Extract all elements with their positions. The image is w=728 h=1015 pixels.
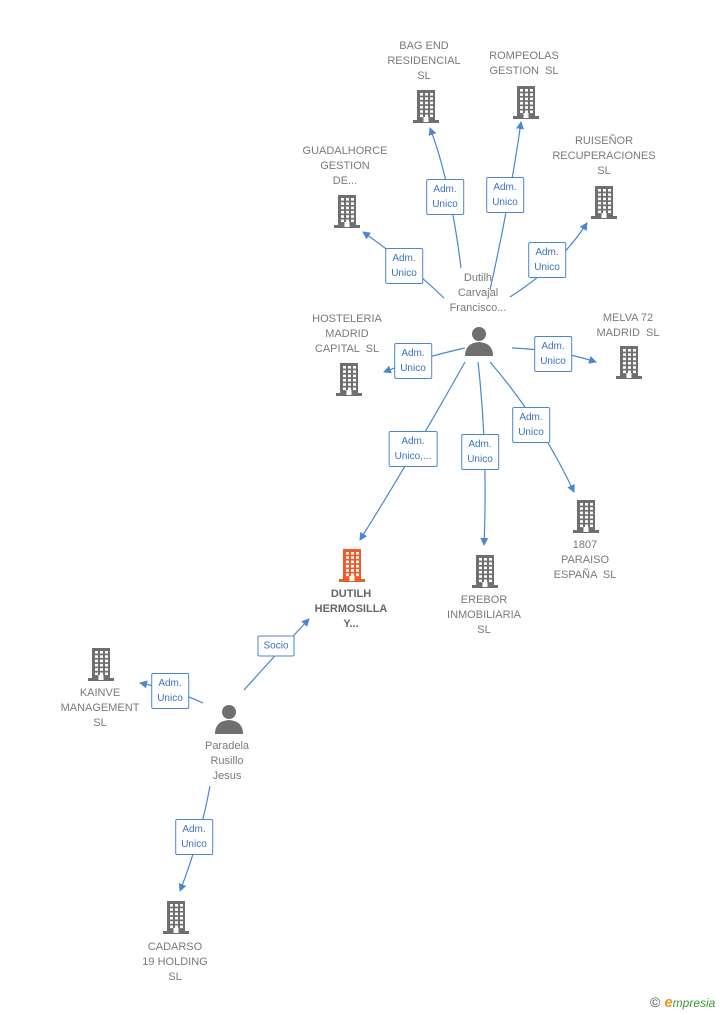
relation-label: Adm. Unico,... (388, 431, 438, 467)
relation-label: Adm. Unico (512, 407, 550, 443)
relation-label: Adm. Unico (385, 248, 423, 284)
building-icon[interactable] (470, 553, 500, 589)
company-label-bag-end[interactable]: BAG END RESIDENCIAL SL (387, 40, 461, 82)
person-icon[interactable] (464, 326, 494, 356)
building-icon[interactable] (161, 899, 191, 935)
empresia-logo[interactable]: ©empresia (650, 994, 715, 1011)
brand-initial: e (664, 994, 673, 1011)
copyright-symbol: © (650, 994, 661, 1010)
building-icon[interactable] (511, 84, 541, 120)
building-highlight-icon[interactable] (337, 547, 367, 583)
relation-label: Adm. Unico (426, 179, 464, 215)
person-label-dutilh[interactable]: Dutilh Carvajal Francisco... (449, 272, 507, 314)
company-label-guadalhorce[interactable]: GUADALHORCE GESTION DE... (302, 145, 388, 187)
brand-name: mpresia (672, 996, 716, 1010)
company-label-paraiso[interactable]: 1807 PARAISO ESPAÑA SL (553, 539, 617, 581)
company-label-erebor[interactable]: EREBOR INMOBILIARIA SL (447, 594, 521, 636)
company-label-melva[interactable]: MELVA 72 MADRID SL (596, 312, 660, 339)
building-icon[interactable] (614, 344, 644, 380)
relation-label: Adm. Unico (151, 673, 189, 709)
relation-label: Socio (257, 635, 295, 657)
company-label-hosteleria[interactable]: HOSTELERIA MADRID CAPITAL SL (312, 313, 382, 355)
building-icon[interactable] (411, 88, 441, 124)
building-icon[interactable] (571, 498, 601, 534)
relation-label: Adm. Unico (528, 242, 566, 278)
company-label-dutilh-hermosilla[interactable]: DUTILH HERMOSILLA Y... (314, 588, 388, 630)
building-icon[interactable] (334, 361, 364, 397)
building-icon[interactable] (86, 646, 116, 682)
building-icon[interactable] (589, 184, 619, 220)
relation-label: Adm. Unico (486, 177, 524, 213)
company-label-ruisenor[interactable]: RUISEÑOR RECUPERACIONES SL (552, 135, 656, 177)
relation-label: Adm. Unico (534, 336, 572, 372)
company-label-cadarso[interactable]: CADARSO 19 HOLDING SL (142, 941, 208, 983)
relation-label: Adm. Unico (175, 819, 213, 855)
person-label-paradela[interactable]: Paradela Rusillo Jesus (204, 740, 250, 782)
person-icon[interactable] (214, 704, 244, 734)
company-label-rompeolas[interactable]: ROMPEOLAS GESTION SL (489, 50, 559, 77)
relation-label: Adm. Unico (394, 343, 432, 379)
building-icon[interactable] (332, 193, 362, 229)
company-label-kainve[interactable]: KAINVE MANAGEMENT SL (60, 687, 140, 729)
relation-label: Adm. Unico (461, 434, 499, 470)
